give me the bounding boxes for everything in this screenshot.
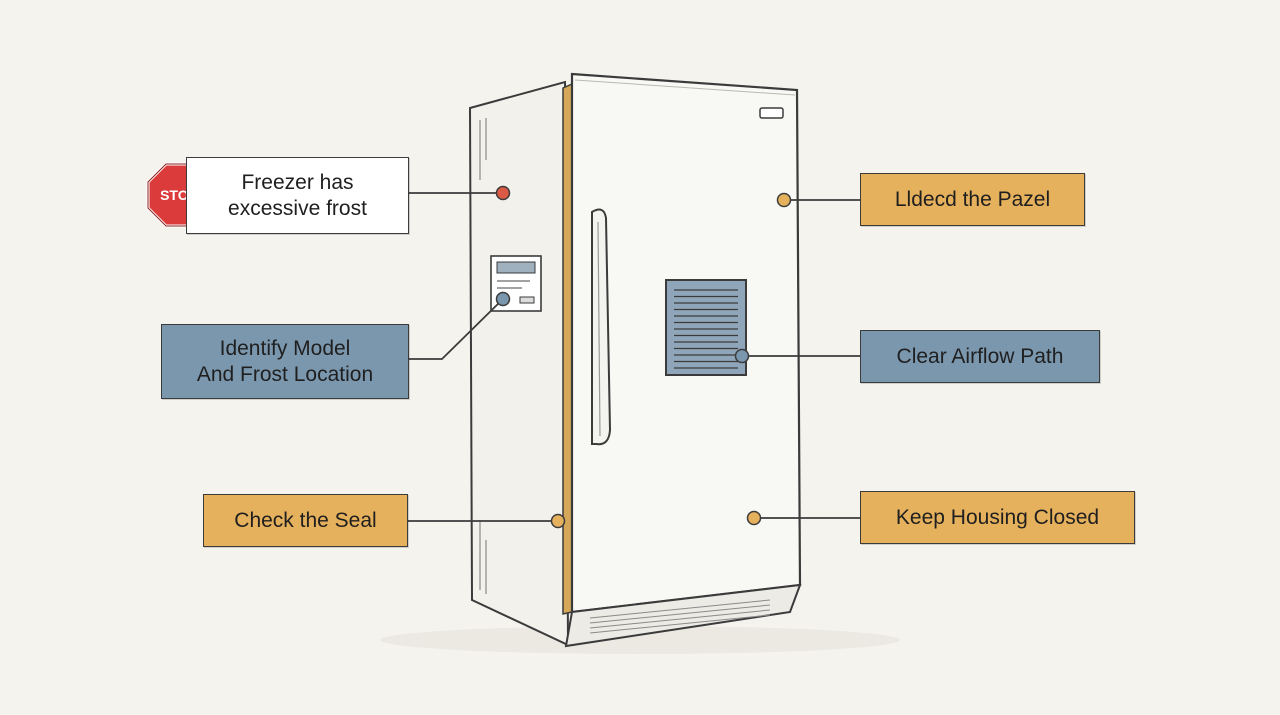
vent-slats <box>674 289 738 369</box>
anchor-dot-panel <box>776 192 792 208</box>
base-slat <box>589 599 771 619</box>
label-panel: Lldecd the Pazel <box>860 173 1085 226</box>
base-slat <box>589 609 771 629</box>
floor-shadow <box>380 626 900 654</box>
door-badge <box>759 107 784 119</box>
base-slat <box>589 604 771 624</box>
vent-grille <box>665 279 747 376</box>
control-display <box>496 261 536 274</box>
panel-button <box>519 296 535 304</box>
door-top-edge <box>574 79 796 96</box>
base-slat <box>589 614 771 634</box>
anchor-dot-frost <box>495 185 511 201</box>
anchor-dot-airflow <box>734 348 750 364</box>
fridge-side-panel <box>468 80 570 647</box>
leader-line-identify <box>408 298 504 360</box>
door-handle <box>591 208 612 446</box>
label-check-seal: Check the Seal <box>203 494 408 547</box>
label-clear-airflow-text: Clear Airflow Path <box>896 344 1064 368</box>
door-seal-strip <box>562 82 573 615</box>
label-check-seal-text: Check the Seal <box>234 508 377 532</box>
base-grille <box>589 599 771 634</box>
label-freezer-frost-text: Freezer has excessive frost <box>228 170 367 220</box>
label-identify-model-text: Identify Model And Frost Location <box>196 336 374 386</box>
anchor-dot-identify <box>495 291 511 307</box>
fridge-base <box>564 583 802 648</box>
label-panel-text: Lldecd the Pazel <box>894 187 1051 211</box>
label-keep-housing-closed-text: Keep Housing Closed <box>895 505 1100 529</box>
label-freezer-frost: Freezer has excessive frost <box>186 157 409 234</box>
anchor-dot-housing <box>746 510 762 526</box>
label-identify-model: Identify Model And Frost Location <box>161 324 409 399</box>
label-keep-housing-closed: Keep Housing Closed <box>860 491 1135 544</box>
handle-highlight <box>597 221 601 437</box>
anchor-dot-seal <box>550 513 566 529</box>
label-clear-airflow: Clear Airflow Path <box>860 330 1100 383</box>
